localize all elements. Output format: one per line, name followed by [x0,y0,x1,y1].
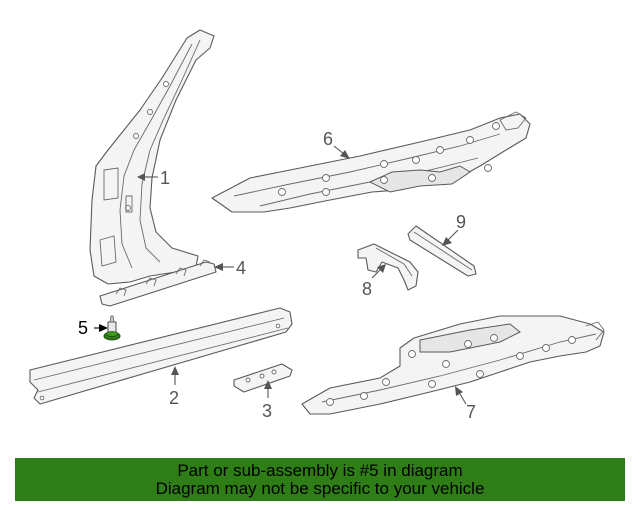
callout-3: 3 [262,401,272,421]
part-8-bracket [357,243,419,291]
part-2-rocker [29,307,293,405]
part-4-reinforcement [99,259,217,307]
highlight-banner: Part or sub-assembly is #5 in diagram Di… [15,458,625,501]
callout-5: 5 [78,318,88,338]
callout-6: 6 [323,129,333,149]
banner-line-1: Part or sub-assembly is #5 in diagram [177,460,463,480]
parts-diagram: 1 2 3 4 5 6 7 8 9 [29,29,605,422]
callout-7: 7 [466,402,476,422]
part-7-undercover-lower [301,315,605,415]
part-9-strap [407,225,477,277]
callout-2: 2 [169,388,179,408]
callout-4: 4 [236,258,246,278]
callout-1: 1 [160,168,170,188]
leaders [94,145,467,405]
banner-line-2: Diagram may not be specific to your vehi… [155,478,485,498]
callout-8: 8 [362,279,372,299]
part-1-pillar [89,29,215,285]
part-5-clip [103,315,121,341]
callout-9: 9 [456,212,466,232]
part-3-bracket [233,363,293,393]
part-6-undercover-upper [211,111,531,213]
